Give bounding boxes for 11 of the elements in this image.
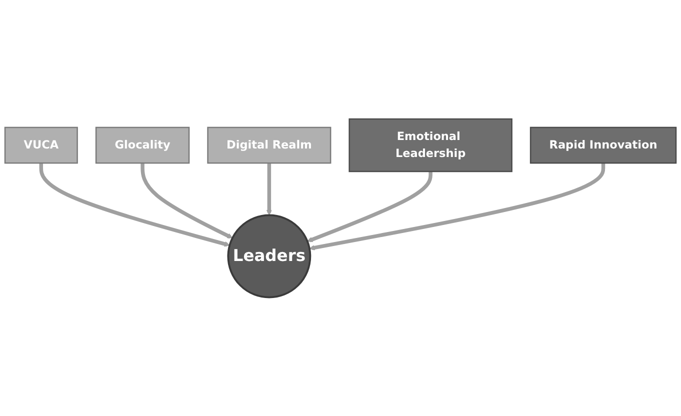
arrow: [266, 162, 272, 216]
node-box: Digital Realm: [207, 126, 332, 164]
arrow: [39, 162, 230, 247]
node-circle: Leaders: [227, 214, 312, 298]
arrow: [309, 162, 606, 250]
node-box: Rapid Innovation: [530, 126, 677, 164]
node-box: Emotional Leadership: [348, 118, 512, 172]
arrow: [307, 171, 432, 242]
arrow: [140, 162, 233, 238]
node-box: VUCA: [4, 126, 78, 164]
node-box: Glocality: [95, 126, 190, 164]
